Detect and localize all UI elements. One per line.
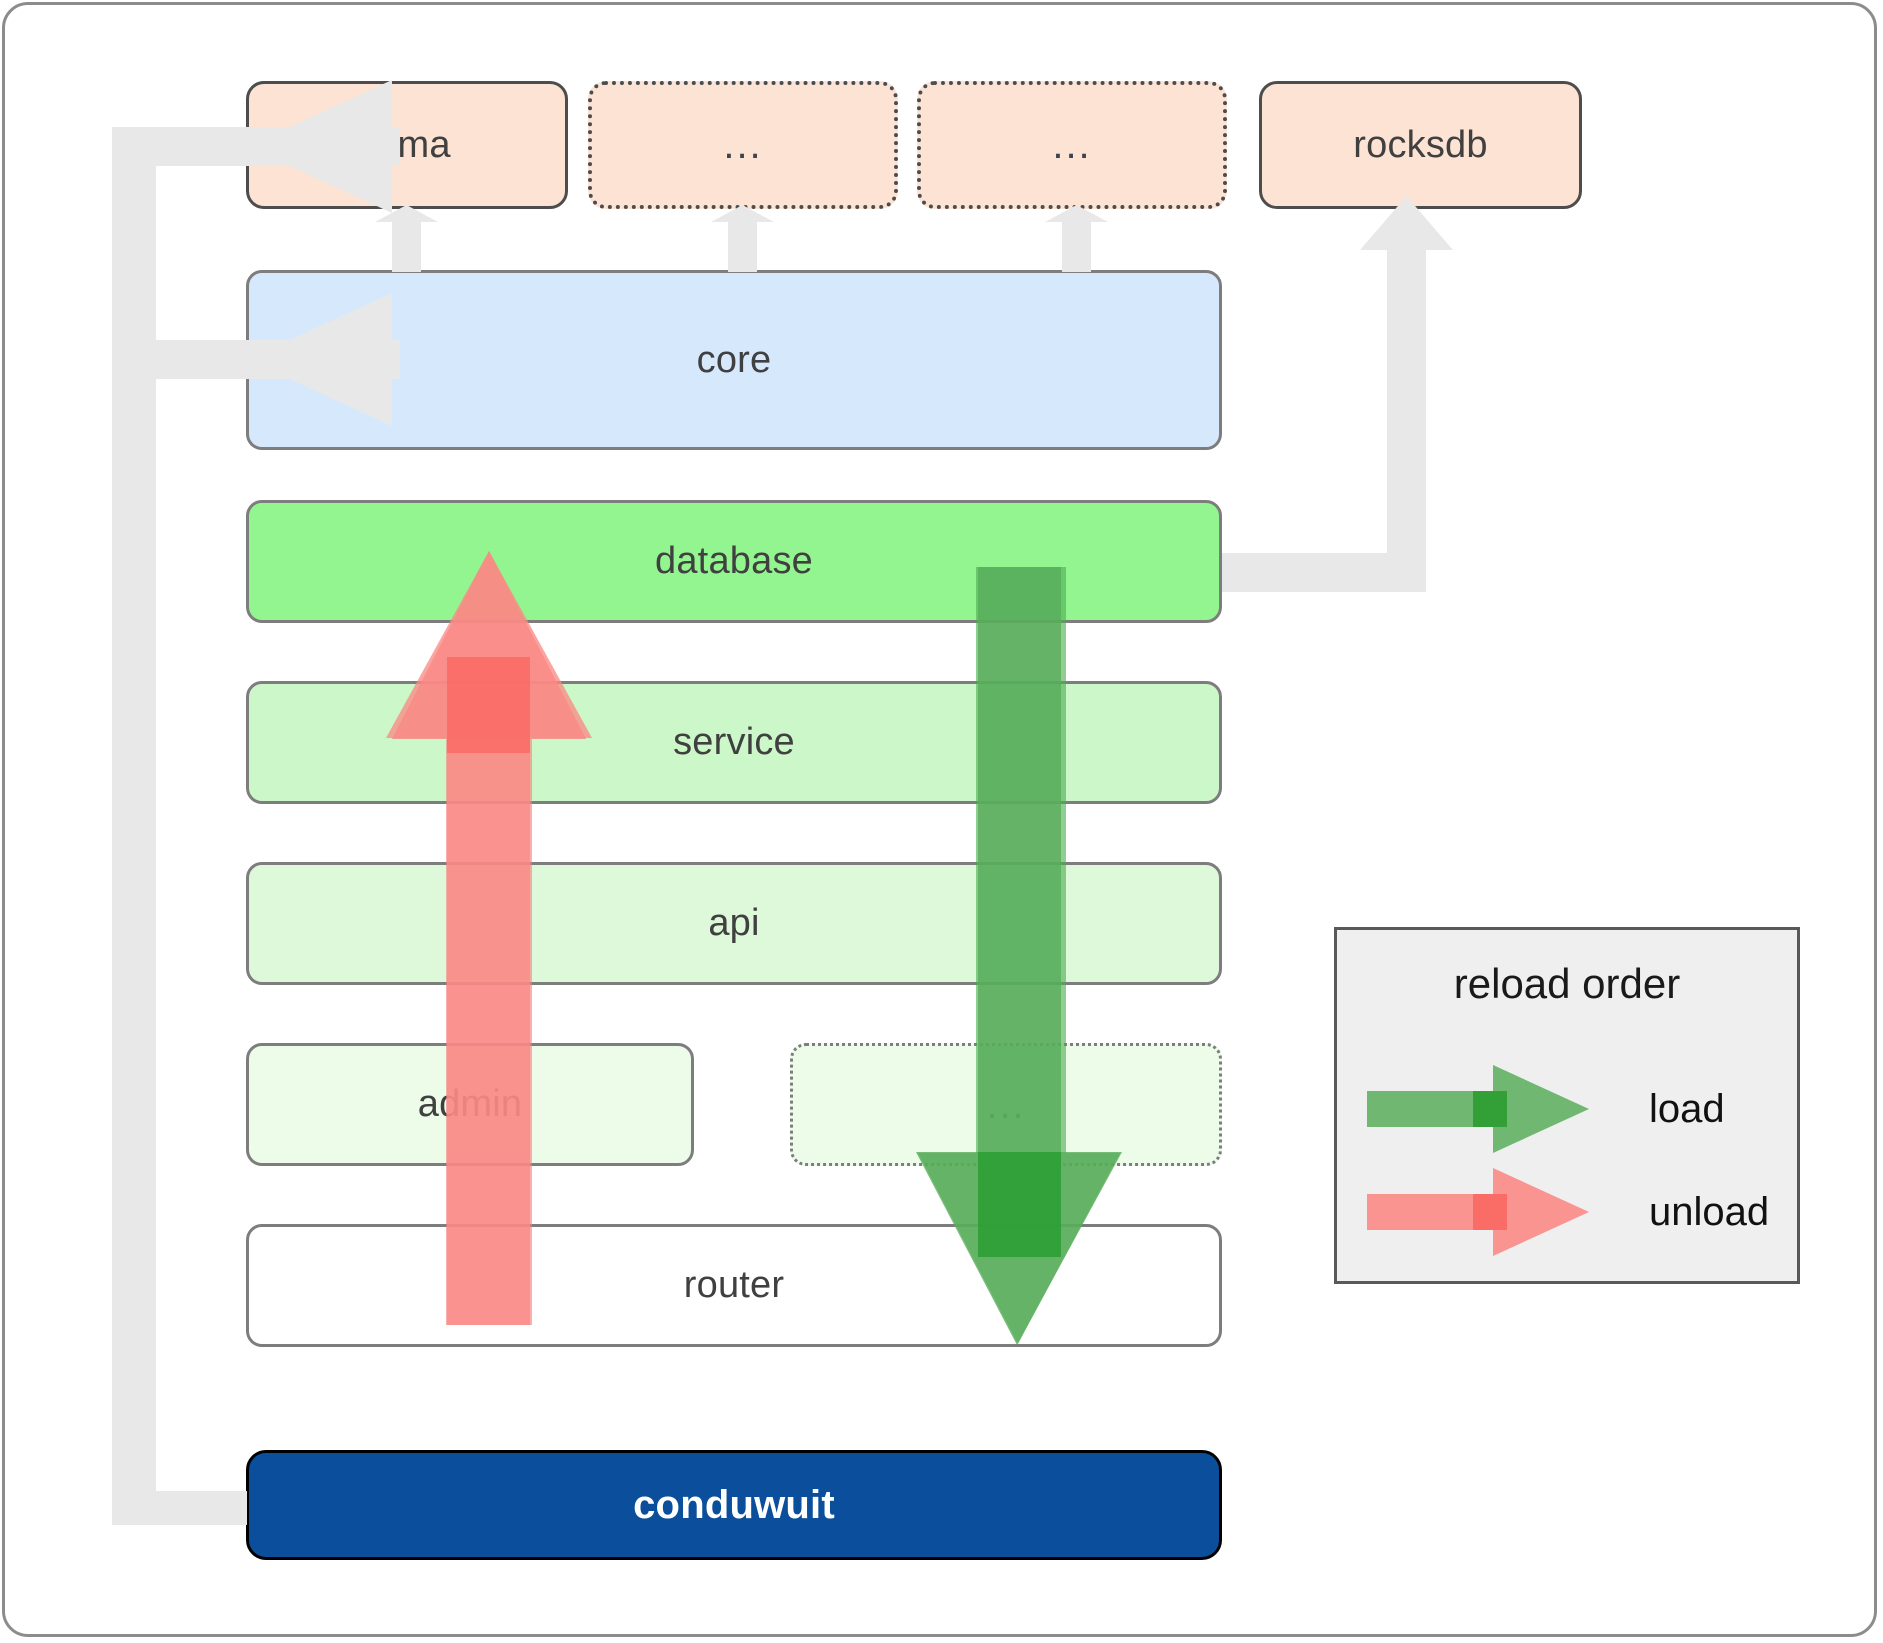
legend-load-arrow-icon <box>1367 1065 1589 1153</box>
layer-label-admin: admin <box>417 1083 523 1125</box>
layer-node-service[interactable]: service <box>246 681 1222 804</box>
layer-node-router[interactable]: router <box>246 1224 1222 1347</box>
layer-label-api: api <box>708 902 760 944</box>
dependency-node-more-2[interactable]: ... <box>917 81 1227 209</box>
legend-row-unload: unload <box>1365 1166 1775 1258</box>
layer-node-database[interactable]: database <box>246 500 1222 623</box>
layer-label-service: service <box>673 721 795 763</box>
legend-label-load: load <box>1649 1086 1725 1131</box>
legend-unload-arrow-icon <box>1367 1168 1589 1256</box>
root-label-conduwuit: conduwuit <box>633 1482 835 1527</box>
dependency-label-ruma: ruma <box>363 123 451 166</box>
layer-node-api[interactable]: api <box>246 862 1222 985</box>
dependency-node-more-1[interactable]: ... <box>588 81 898 209</box>
legend-label-unload: unload <box>1649 1189 1770 1234</box>
dependency-label-more-1: ... <box>723 123 763 167</box>
layer-node-core[interactable]: core <box>246 270 1222 450</box>
legend-row-load: load <box>1365 1063 1775 1155</box>
dependency-node-rocksdb[interactable]: rocksdb <box>1259 81 1582 209</box>
layer-node-admin[interactable]: admin <box>246 1043 694 1166</box>
layer-label-database: database <box>655 540 813 582</box>
legend-panel: reload order load unload <box>1334 927 1800 1284</box>
dependency-label-rocksdb: rocksdb <box>1353 123 1488 166</box>
legend-title: reload order <box>1453 960 1681 1007</box>
layer-label-more: ... <box>986 1082 1026 1127</box>
layer-node-more[interactable]: ... <box>790 1043 1222 1166</box>
layer-label-core: core <box>696 338 772 381</box>
layer-label-router: router <box>683 1264 785 1306</box>
dependency-label-more-2: ... <box>1052 123 1092 167</box>
root-node-conduwuit[interactable]: conduwuit <box>246 1450 1222 1560</box>
dependency-node-ruma[interactable]: ruma <box>246 81 568 209</box>
